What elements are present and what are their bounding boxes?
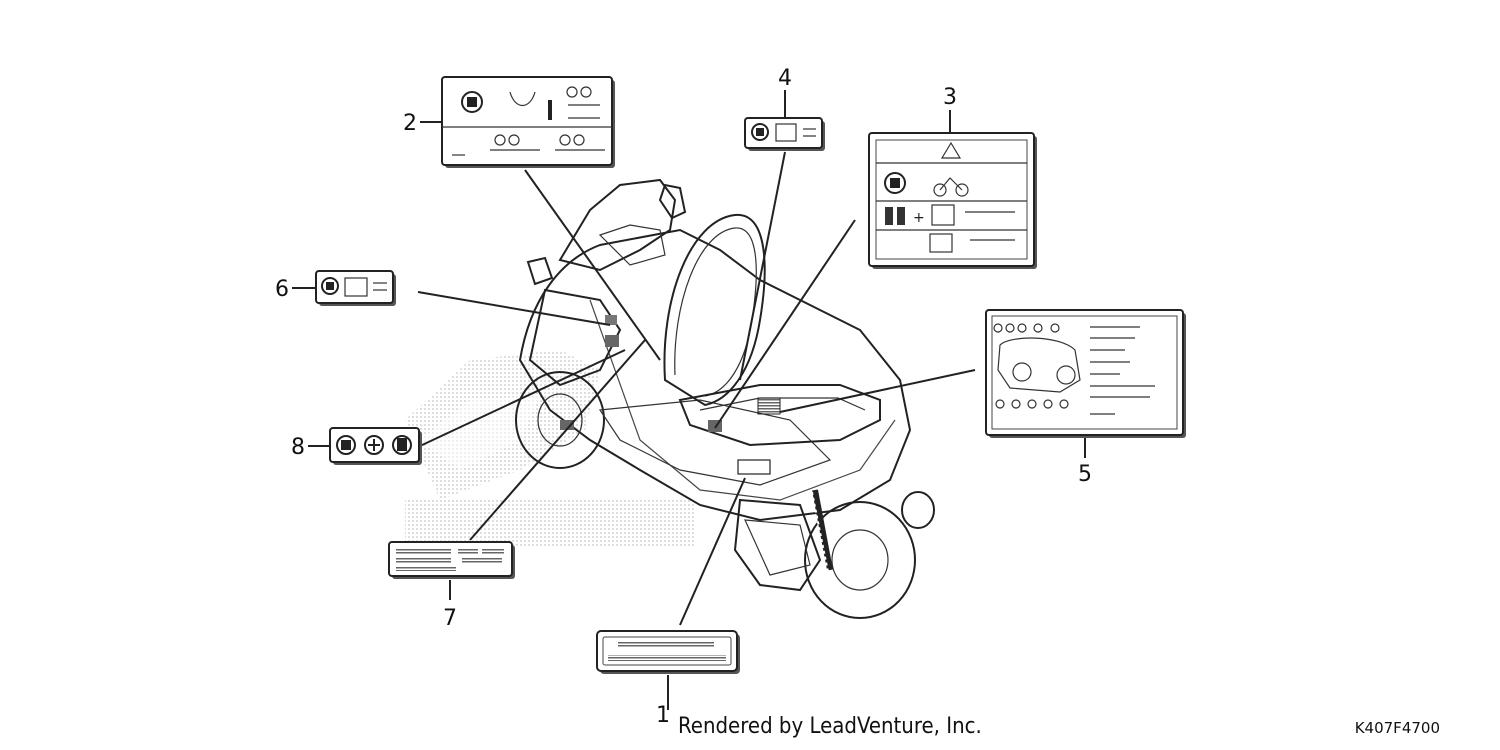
callout-2: 2 [403, 111, 417, 136]
footer-credit: Rendered by LeadVenture, Inc. [678, 714, 982, 739]
label-6-helmet-label[interactable] [316, 271, 396, 306]
label-4-fuel-label[interactable] [745, 118, 825, 151]
label-1-caution-plate[interactable] [597, 631, 740, 674]
svg-text:+: + [913, 210, 925, 226]
label-3-warning-label[interactable]: + [869, 133, 1037, 269]
label-5-maintenance-label[interactable] [986, 310, 1186, 438]
part-code: K407F4700 [1355, 719, 1440, 737]
label-2-tire-load-label[interactable] [442, 77, 615, 168]
callout-8: 8 [291, 435, 305, 460]
callout-3: 3 [943, 85, 957, 110]
callout-6: 6 [275, 277, 289, 302]
callout-7: 7 [443, 606, 457, 631]
callout-1: 1 [656, 703, 670, 728]
label-8-safety-icons-label[interactable] [330, 428, 422, 465]
label-7-emission-label[interactable] [389, 542, 515, 579]
callout-4: 4 [778, 66, 792, 91]
callout-5: 5 [1078, 462, 1092, 487]
